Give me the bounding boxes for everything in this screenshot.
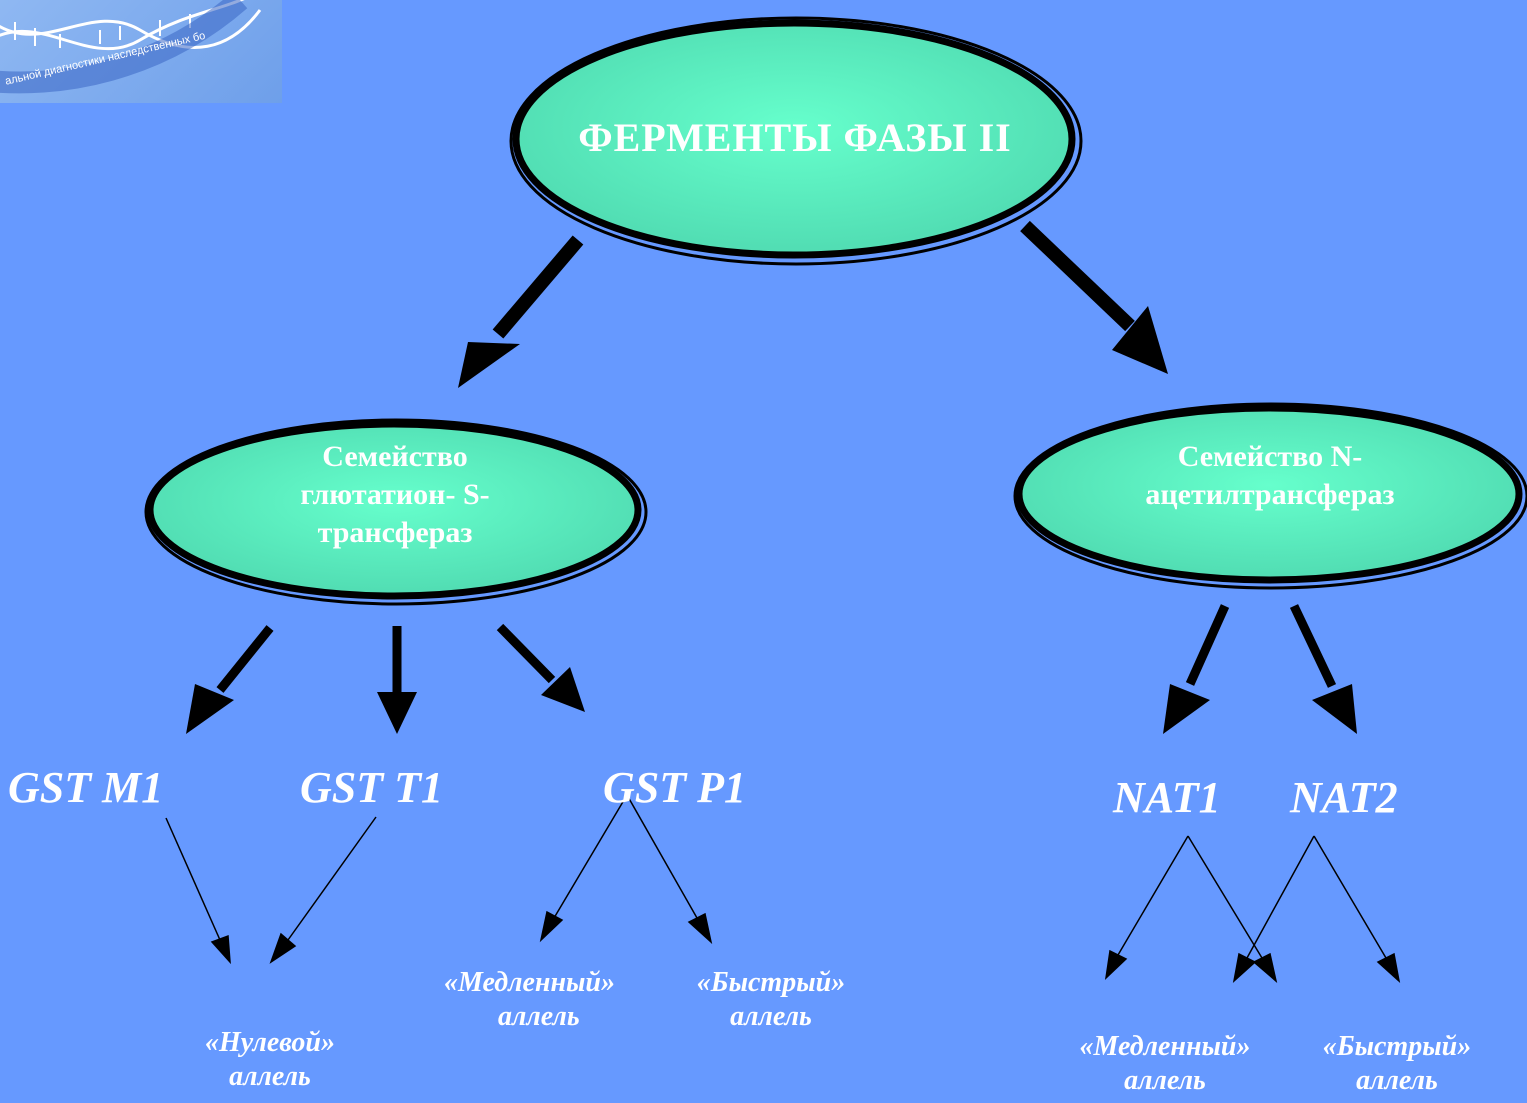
- allele-label-nat-slow: «Медленный» аллель: [1045, 1030, 1285, 1098]
- nat2-to-slow-arrow: [1246, 835, 1315, 959]
- nat1-to-slow-arrow: [1117, 835, 1189, 956]
- nat-family-label: Семейство N- ацетилтрансфераз: [1145, 440, 1395, 511]
- nat-to-nat1-arrow: [1163, 604, 1230, 734]
- root-to-gst-arrow: [458, 235, 584, 388]
- gene-label-nat2: NAT2: [1290, 773, 1398, 822]
- nat2-to-fast-arrow: [1313, 835, 1387, 959]
- allele-gst-slow-line2: аллель: [498, 1001, 580, 1032]
- nat-family-node: [1013, 402, 1527, 590]
- allele-nat-fast-line2: аллель: [1356, 1065, 1438, 1096]
- m1-to-null-arrow: [165, 817, 221, 941]
- allele-nat-slow-line1: «Медленный»: [1079, 1031, 1251, 1062]
- gst-to-m1-arrow: [186, 625, 274, 734]
- gene-label-gst-t1: GST T1: [300, 763, 443, 812]
- root-node-label: ФЕРМЕНТЫ ФАЗЫ II: [578, 115, 1012, 160]
- allele-null-line1: «Нулевой»: [205, 1027, 335, 1058]
- allele-gst-fast-line1: «Быстрый»: [696, 967, 846, 998]
- dna-helix-icon: [0, 0, 262, 94]
- t1-to-null-arrow: [287, 816, 377, 941]
- gene-label-gst-p1: GST P1: [603, 763, 746, 812]
- gst-family-label: Семейство глютатион- S- трансфераз: [300, 440, 490, 549]
- gst-to-p1-arrow: [496, 623, 585, 712]
- allele-nat-fast-line1: «Быстрый»: [1322, 1031, 1472, 1062]
- allele-label-gst-slow: «Медленный» аллель: [444, 966, 674, 1034]
- nat-to-nat2-arrow: [1289, 604, 1357, 734]
- logo: альной диагностики наследственных бо: [0, 0, 282, 103]
- allele-null-line2: аллель: [229, 1061, 311, 1092]
- allele-nat-slow-line2: аллель: [1124, 1065, 1206, 1096]
- allele-label-gst-fast: «Быстрый» аллель: [666, 966, 876, 1034]
- allele-gst-fast-line2: аллель: [730, 1001, 812, 1032]
- gst-to-t1-arrow: [377, 626, 417, 734]
- gene-to-allele-arrows: [165, 794, 1401, 984]
- gene-label-nat1: NAT1: [1113, 773, 1221, 822]
- root-node: [509, 16, 1083, 266]
- gene-label-gst-m1: GST M1: [8, 763, 164, 812]
- p1-to-fast-arrow: [626, 794, 698, 919]
- allele-label-null: «Нулевой» аллель: [170, 1026, 370, 1094]
- nat1-to-fast-arrow: [1187, 835, 1263, 959]
- allele-gst-slow-line1: «Медленный»: [444, 967, 616, 998]
- p1-to-slow-arrow: [553, 794, 628, 919]
- root-to-nat-arrow: [1020, 220, 1168, 374]
- allele-label-nat-fast: «Быстрый» аллель: [1292, 1030, 1502, 1098]
- gst-family-node: [144, 418, 648, 606]
